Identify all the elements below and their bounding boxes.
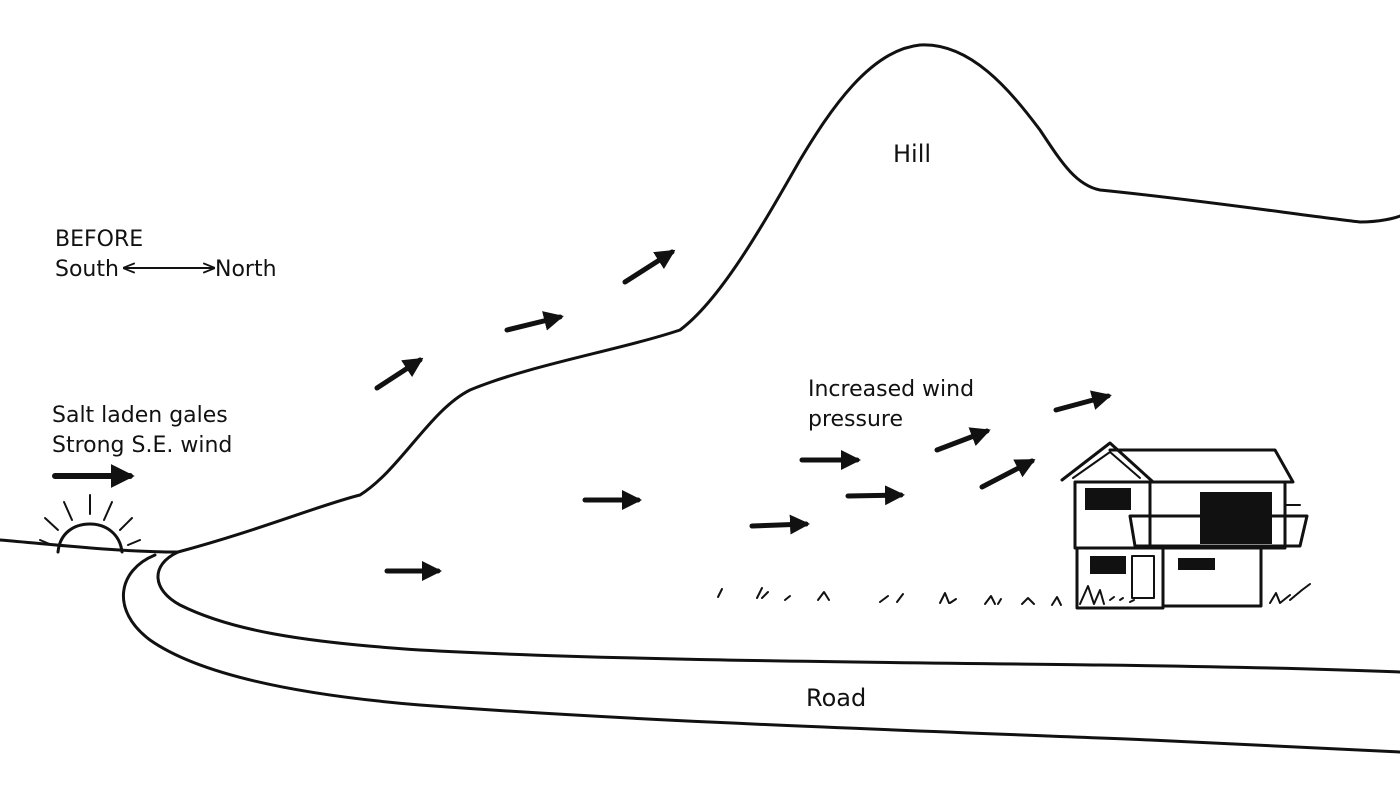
grass <box>717 583 1311 606</box>
strong-wind-label: Strong S.E. wind <box>52 433 232 458</box>
wind-arrow-icon <box>845 485 905 506</box>
wind-arrow-icon <box>979 458 1036 490</box>
wind-arrow-icon <box>749 514 810 535</box>
wind-arrow-icon <box>374 357 424 391</box>
wind-arrows <box>52 249 1112 581</box>
wind-arrow-icon <box>504 311 564 333</box>
south-label: South <box>55 257 119 282</box>
sun-icon <box>39 494 141 554</box>
hill-label: Hill <box>893 140 931 168</box>
salt-gales-label: Salt laden gales <box>52 403 228 428</box>
before-label: BEFORE <box>55 227 143 252</box>
wind-arrow-icon <box>934 427 991 453</box>
wind-arrow-icon <box>622 249 676 285</box>
road-label: Road <box>806 684 866 712</box>
road-upper-edge <box>156 550 1400 674</box>
road-lower-edge <box>122 553 1400 754</box>
wind-arrow-icon <box>1053 390 1112 413</box>
hill-outline <box>0 43 1400 554</box>
wind-pressure-label-1: Increased wind <box>808 377 974 402</box>
wind-pressure-label-2: pressure <box>808 407 903 432</box>
house-icon <box>1060 441 1309 610</box>
north-label: North <box>215 257 277 282</box>
direction-indicator: South North <box>55 257 277 282</box>
